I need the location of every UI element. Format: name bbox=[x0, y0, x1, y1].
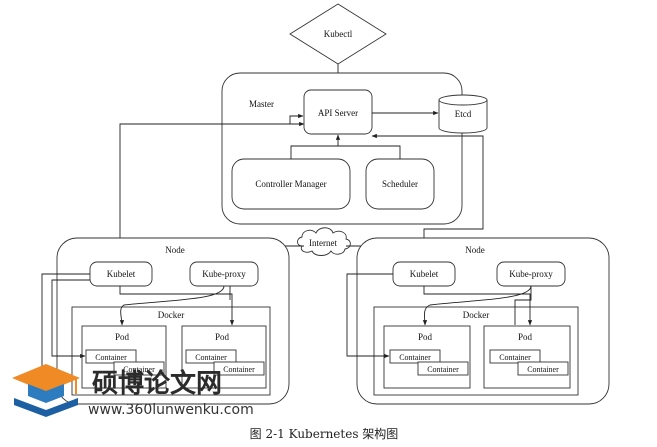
node-right-proxy-to-pod1 bbox=[422, 285, 532, 326]
scheduler-label: Scheduler bbox=[382, 179, 418, 189]
api-server-label: API Server bbox=[318, 108, 358, 118]
node-left-kubelet-outer-line bbox=[41, 273, 90, 378]
container-label: Container bbox=[223, 365, 255, 374]
node-left-pod-2-container-a bbox=[185, 349, 237, 364]
node-left: Node Kubelet Kube-proxy Docker Pod Conta… bbox=[56, 237, 290, 405]
node-right: Node Kubelet Kube-proxy Docker Pod Conta… bbox=[356, 237, 610, 405]
kubectl-label: Kubectl bbox=[324, 29, 353, 39]
node-left-kube-proxy-label: Kube-proxy bbox=[202, 269, 246, 279]
node-left-kubelet-to-pod1 bbox=[51, 279, 90, 359]
node-right-pod-1-title: Pod bbox=[418, 332, 433, 342]
controller-manager-label: Controller Manager bbox=[255, 179, 326, 189]
etcd-label: Etcd bbox=[455, 109, 472, 119]
node-right-kubelet-to-pod2 bbox=[423, 286, 533, 326]
kubectl-node: Kubectl bbox=[289, 3, 387, 65]
node-right-pod-1-container-b bbox=[417, 361, 469, 376]
figure-caption: 图 2-1 Kubernetes 架构图 bbox=[250, 426, 399, 441]
container-label: Container bbox=[427, 365, 459, 374]
node-right-kubelet-to-pod1 bbox=[346, 273, 393, 359]
node-left-pod-1-container-a bbox=[85, 349, 137, 364]
node-left-pod-2-container-b bbox=[213, 361, 265, 376]
node-right-proxy-to-pod2 bbox=[514, 286, 532, 325]
internet-label: Internet bbox=[309, 238, 337, 248]
node-right-title: Node bbox=[465, 245, 485, 255]
container-label: Container bbox=[527, 365, 559, 374]
node-left-pod-1-container-b bbox=[113, 361, 165, 376]
node-left-pod-1-title: Pod bbox=[115, 332, 130, 342]
node-left-docker-label: Docker bbox=[158, 310, 185, 320]
container-label: Container bbox=[123, 365, 155, 374]
node-left-kubelet-to-pod2 bbox=[119, 286, 235, 326]
node-right-docker-label: Docker bbox=[463, 310, 490, 320]
node-right-pod-2-container-a bbox=[489, 349, 541, 364]
etcd-cylinder bbox=[438, 94, 488, 134]
internet-cloud: Internet bbox=[297, 227, 351, 256]
api-input-arrow bbox=[289, 113, 304, 124]
node-right-pod-2-title: Pod bbox=[518, 332, 533, 342]
node-left-pod-2-title: Pod bbox=[215, 332, 230, 342]
master-title: Master bbox=[249, 99, 274, 109]
node-right-kube-proxy-label: Kube-proxy bbox=[509, 269, 553, 279]
container-label: Container bbox=[499, 353, 531, 362]
graduation-cap-icon bbox=[12, 364, 80, 417]
container-label: Container bbox=[399, 353, 431, 362]
watermark-site-name: 硕博论文网 bbox=[92, 368, 222, 399]
node-left-proxy-to-pod1 bbox=[119, 285, 225, 326]
container-label: Container bbox=[195, 353, 227, 362]
master-group: Master API Server Etcd Controller Manage… bbox=[221, 72, 488, 225]
watermark-url: www.360lunwenku.com bbox=[88, 402, 254, 418]
node-left-kubelet-label: Kubelet bbox=[107, 269, 136, 279]
left-kubelet-api-link bbox=[117, 121, 305, 262]
node-right-pod-1-container-a bbox=[389, 349, 441, 364]
watermark: 硕博论文网 www.360lunwenku.com bbox=[12, 364, 254, 418]
api-server-box bbox=[303, 89, 373, 135]
node-right-pod-2-container-b bbox=[517, 361, 569, 376]
node-left-title: Node bbox=[165, 245, 185, 255]
container-label: Container bbox=[95, 353, 127, 362]
node-right-kubelet-label: Kubelet bbox=[410, 269, 439, 279]
